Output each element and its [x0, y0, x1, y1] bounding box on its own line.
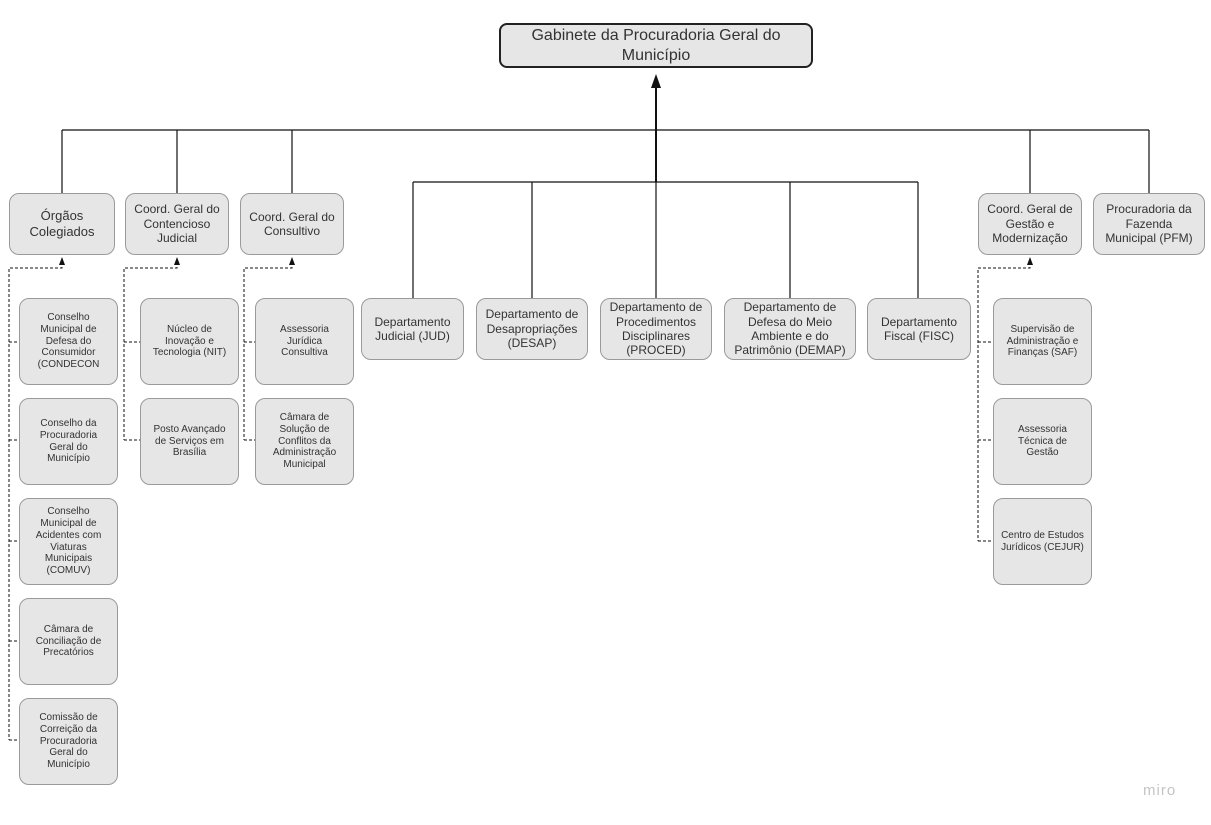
node-conselho-procuradoria[interactable]: Conselho da Procuradoria Geral do Municí… [19, 398, 118, 485]
assessoria-tecnica-label: Assessoria Técnica de Gestão [1018, 423, 1067, 459]
camara-conflitos-label: Câmara de Solução de Conflitos da Admini… [272, 412, 337, 471]
fisc-label: Departamento Fiscal (FISC) [880, 314, 958, 343]
consultivo-label: Coord. Geral do Consultivo [249, 209, 335, 238]
node-coord-consultivo[interactable]: Coord. Geral do Consultivo [240, 193, 344, 255]
jud-label: Departamento Judicial (JUD) [374, 314, 451, 343]
node-departamento-jud[interactable]: Departamento Judicial (JUD) [361, 298, 464, 360]
desap-label: Departamento de Desapropriações (DESAP) [485, 307, 579, 351]
node-coord-gestao[interactable]: Coord. Geral de Gestão e Modernização [978, 193, 1082, 255]
node-assessoria-juridica[interactable]: Assessoria Jurídica Consultiva [255, 298, 354, 385]
pfm-label: Procuradoria da Fazenda Municipal (PFM) [1105, 202, 1193, 246]
gestao-label: Coord. Geral de Gestão e Modernização [987, 202, 1073, 246]
nit-label: Núcleo de Inovação e Tecnologia (NIT) [152, 323, 227, 359]
node-departamento-fisc[interactable]: Departamento Fiscal (FISC) [867, 298, 971, 360]
miro-watermark: miro [1143, 782, 1177, 799]
comissao-correicao-label: Comissão de Correição da Procuradoria Ge… [39, 712, 98, 771]
node-nit[interactable]: Núcleo de Inovação e Tecnologia (NIT) [140, 298, 239, 385]
node-departamento-demap[interactable]: Departamento de Defesa do Meio Ambiente … [724, 298, 856, 360]
contencioso-label: Coord. Geral do Contencioso Judicial [134, 202, 220, 246]
root-label: Gabinete da Procuradoria Geral do Municí… [531, 26, 781, 64]
node-departamento-desap[interactable]: Departamento de Desapropriações (DESAP) [476, 298, 588, 360]
node-departamento-proced[interactable]: Departamento de Procedimentos Disciplina… [600, 298, 712, 360]
node-procuradoria-fazenda[interactable]: Procuradoria da Fazenda Municipal (PFM) [1093, 193, 1205, 255]
cejur-label: Centro de Estudos Jurídicos (CEJUR) [1001, 529, 1084, 553]
node-orgaos-colegiados[interactable]: Órgãos Colegiados [9, 193, 115, 255]
camara-precatorios-label: Câmara de Conciliação de Precatórios [35, 623, 102, 659]
node-comuv[interactable]: Conselho Municipal de Acidentes com Viat… [19, 498, 118, 585]
node-comissao-correicao[interactable]: Comissão de Correição da Procuradoria Ge… [19, 698, 118, 785]
node-saf[interactable]: Supervisão de Administração e Finanças (… [993, 298, 1092, 385]
comuv-label: Conselho Municipal de Acidentes com Viat… [35, 506, 102, 577]
root-node-gabinete[interactable]: Gabinete da Procuradoria Geral do Municí… [499, 23, 813, 68]
conselho-procuradoria-label: Conselho da Procuradoria Geral do Municí… [39, 417, 98, 465]
node-coord-contencioso[interactable]: Coord. Geral do Contencioso Judicial [125, 193, 229, 255]
node-posto-brasilia[interactable]: Posto Avançado de Serviços em Brasília [140, 398, 239, 485]
condecon-label: Conselho Municipal de Defesa do Consumid… [37, 312, 100, 371]
node-camara-precatorios[interactable]: Câmara de Conciliação de Precatórios [19, 598, 118, 685]
saf-label: Supervisão de Administração e Finanças (… [1006, 323, 1079, 359]
demap-label: Departamento de Defesa do Meio Ambiente … [734, 300, 846, 358]
node-assessoria-tecnica[interactable]: Assessoria Técnica de Gestão [993, 398, 1092, 485]
assessoria-juridica-label: Assessoria Jurídica Consultiva [280, 323, 329, 359]
orgaos-label: Órgãos Colegiados [29, 208, 95, 239]
node-condecon[interactable]: Conselho Municipal de Defesa do Consumid… [19, 298, 118, 385]
node-cejur[interactable]: Centro de Estudos Jurídicos (CEJUR) [993, 498, 1092, 585]
node-camara-conflitos[interactable]: Câmara de Solução de Conflitos da Admini… [255, 398, 354, 485]
posto-brasilia-label: Posto Avançado de Serviços em Brasília [153, 423, 226, 459]
proced-label: Departamento de Procedimentos Disciplina… [609, 300, 703, 358]
